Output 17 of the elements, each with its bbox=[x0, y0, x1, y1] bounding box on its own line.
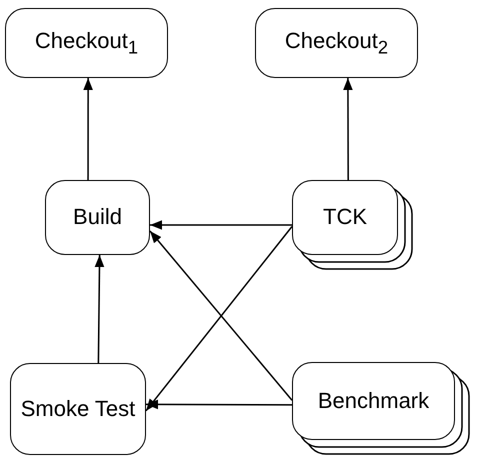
node-label: Benchmark bbox=[318, 386, 430, 415]
rounded-box bbox=[255, 8, 418, 78]
node-label: Build bbox=[73, 203, 122, 232]
node-label: Smoke Test bbox=[20, 394, 136, 423]
rounded-box bbox=[45, 180, 150, 255]
arrow bbox=[94, 255, 104, 363]
arrow bbox=[146, 400, 292, 410]
arrow bbox=[343, 78, 353, 180]
arrow bbox=[150, 220, 292, 230]
node-label: TCK bbox=[323, 203, 367, 232]
rounded-box bbox=[292, 362, 455, 440]
node-label: Checkout$_{1}$ bbox=[34, 26, 138, 60]
rounded-box bbox=[292, 180, 398, 255]
arrow bbox=[83, 78, 93, 180]
node-label: Checkout$_{2}$ bbox=[284, 26, 388, 60]
rounded-box bbox=[10, 363, 146, 455]
rounded-box bbox=[5, 8, 168, 78]
